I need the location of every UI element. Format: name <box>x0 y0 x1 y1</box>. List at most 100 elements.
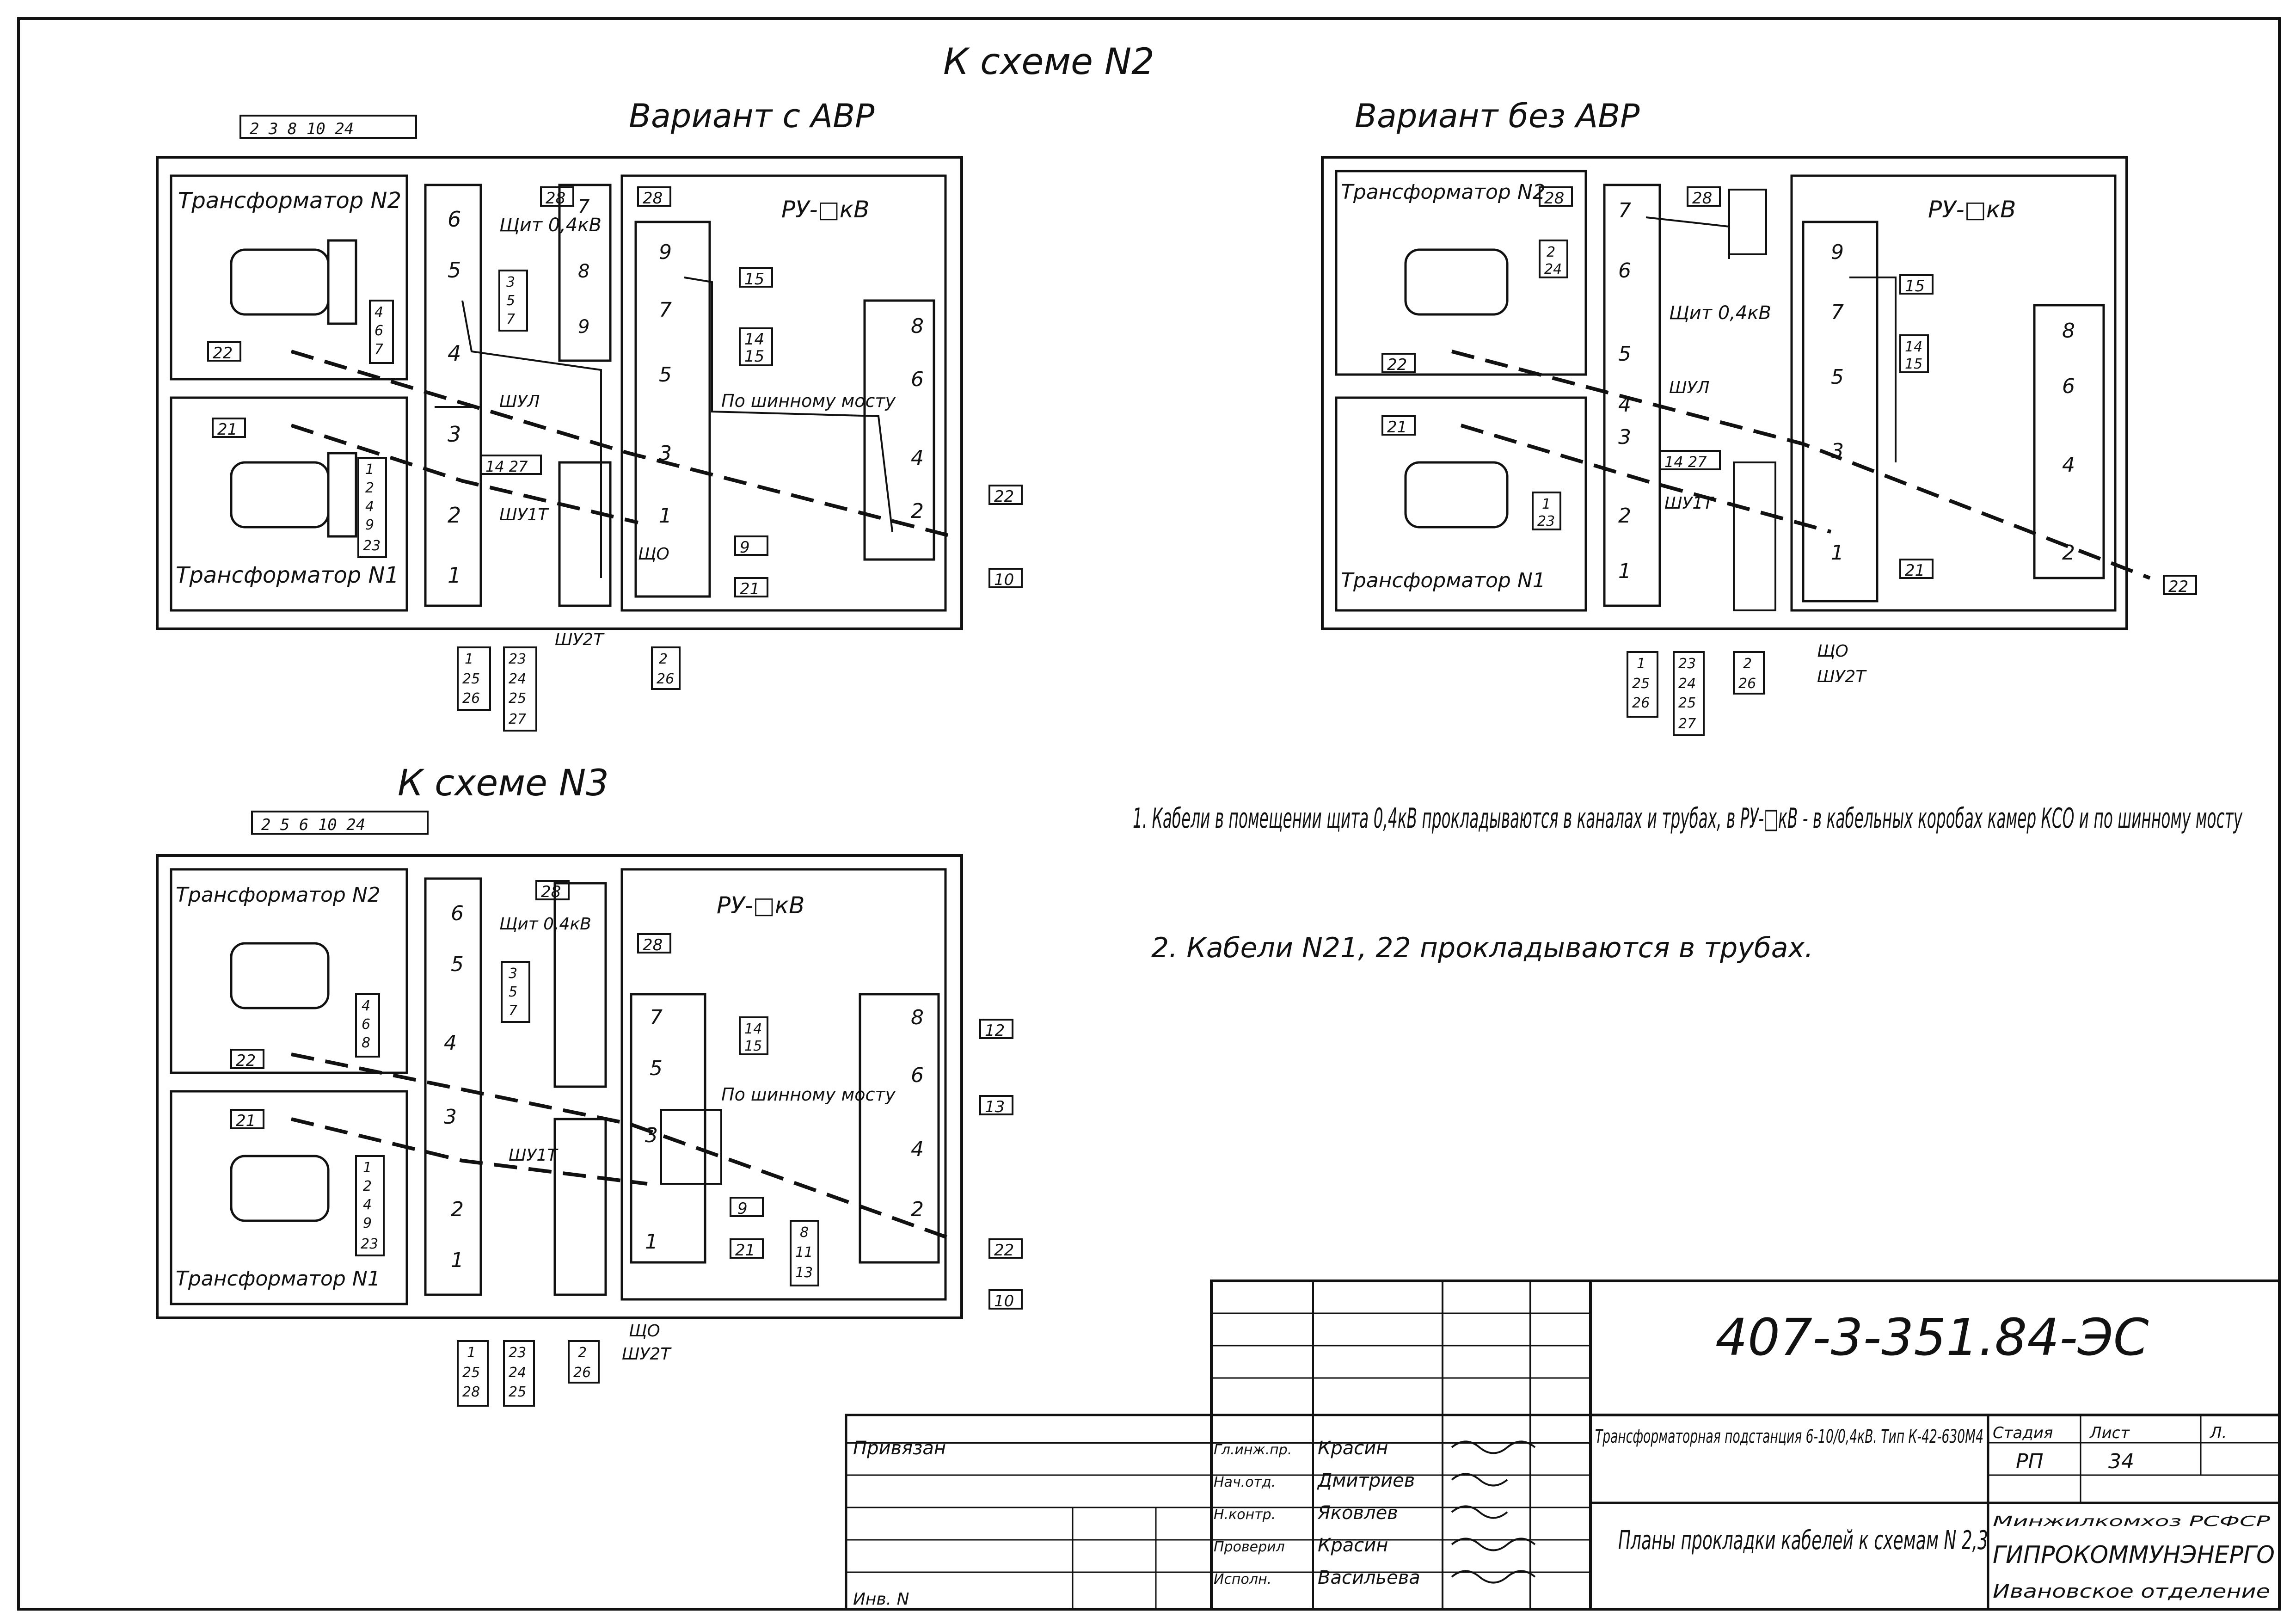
shield-panel <box>558 184 612 362</box>
svg-text:9: 9 <box>365 517 374 533</box>
svg-text:14: 14 <box>1905 339 1922 355</box>
transformer1-icon-2 <box>1404 461 1509 529</box>
svg-text:5: 5 <box>1618 342 1631 366</box>
svg-text:15: 15 <box>744 270 764 289</box>
svg-text:15: 15 <box>1905 356 1922 372</box>
transformer1-icon <box>230 461 330 529</box>
svg-text:8: 8 <box>911 314 924 338</box>
svg-text:Яковлев: Яковлев <box>1317 1502 1398 1524</box>
svg-text:Красин: Красин <box>1318 1438 1388 1459</box>
svg-text:24: 24 <box>509 671 526 687</box>
svg-text:11: 11 <box>795 1244 813 1261</box>
sheet-title: Планы прокладки кабелей к схемам N 2,3 <box>1618 1526 1988 1556</box>
svg-text:22: 22 <box>994 1241 1014 1260</box>
svg-text:5: 5 <box>448 258 461 283</box>
svg-text:6: 6 <box>911 1064 924 1087</box>
svg-text:5: 5 <box>659 363 672 387</box>
svg-text:10: 10 <box>994 571 1014 589</box>
svg-text:5: 5 <box>451 953 464 976</box>
svg-text:8: 8 <box>2062 319 2075 343</box>
svg-text:Минжилкомхоз РСФСР: Минжилкомхоз РСФСР <box>1993 1513 2271 1530</box>
svg-text:5: 5 <box>509 984 517 1000</box>
svg-text:22: 22 <box>994 487 1014 506</box>
shield-label: Щит 0,4кВ <box>499 215 602 236</box>
svg-text:9: 9 <box>737 1200 748 1218</box>
svg-text:8: 8 <box>362 1035 370 1051</box>
svg-text:Л.: Л. <box>2209 1424 2227 1442</box>
svg-text:2: 2 <box>911 1198 924 1221</box>
top-tag-text: 2 3 8 10 24 <box>250 120 354 138</box>
ru-label: РУ-□кВ <box>781 196 869 223</box>
svg-text:12: 12 <box>985 1021 1005 1040</box>
svg-text:1: 1 <box>1542 496 1551 512</box>
svg-text:1: 1 <box>465 651 473 667</box>
svg-text:9: 9 <box>363 1215 372 1231</box>
svg-text:15: 15 <box>1905 277 1925 295</box>
cable-21 <box>290 424 638 524</box>
svg-text:Проверил: Проверил <box>1214 1539 1285 1555</box>
svg-text:24: 24 <box>1544 261 1562 277</box>
svg-text:1: 1 <box>659 504 672 528</box>
svg-text:28: 28 <box>1692 189 1712 208</box>
svg-text:3: 3 <box>448 422 461 447</box>
svg-text:21: 21 <box>735 1241 755 1260</box>
tag-14-27: 14 27 <box>485 458 528 475</box>
svg-text:28: 28 <box>643 189 663 208</box>
cable-22-c <box>291 1052 953 1241</box>
top-tag-row <box>239 115 417 139</box>
svg-text:27: 27 <box>1678 716 1696 732</box>
svg-text:27: 27 <box>509 711 526 727</box>
svg-text:Гл.инж.пр.: Гл.инж.пр. <box>1214 1442 1292 1458</box>
svg-text:23: 23 <box>1678 656 1696 672</box>
svg-text:28: 28 <box>462 1384 480 1400</box>
svg-text:4: 4 <box>2062 453 2075 477</box>
ru-room <box>620 174 947 612</box>
svg-text:2: 2 <box>451 1198 464 1221</box>
svg-text:4: 4 <box>365 498 374 515</box>
plan-scheme3: 2 5 6 10 24 Трансформатор N2 Трансформат… <box>156 811 1023 1407</box>
svg-text:Дмитриев: Дмитриев <box>1317 1470 1415 1491</box>
svg-text:8: 8 <box>911 1006 924 1029</box>
svg-text:РП: РП <box>2016 1450 2044 1473</box>
svg-text:1: 1 <box>448 563 461 588</box>
svg-text:7: 7 <box>374 341 383 357</box>
svg-text:8: 8 <box>800 1224 809 1241</box>
svg-text:6: 6 <box>911 368 924 391</box>
signature-2 <box>1451 1473 1508 1487</box>
svg-text:ГИПРОКОММУНЭНЕРГО: ГИПРОКОММУНЭНЕРГО <box>1993 1541 2275 1569</box>
svg-text:23: 23 <box>361 1236 378 1252</box>
svg-text:26: 26 <box>1738 676 1756 692</box>
svg-text:5: 5 <box>506 293 515 309</box>
svg-text:21: 21 <box>217 420 237 439</box>
transformer1-label: Трансформатор N1 <box>176 562 399 588</box>
svg-text:Ивановское отделение: Ивановское отделение <box>1993 1581 2270 1602</box>
switchboard-column-2 <box>1603 184 1661 607</box>
svg-text:2: 2 <box>911 499 924 523</box>
signature-1 <box>1451 1440 1536 1454</box>
svg-text:4: 4 <box>444 1031 457 1055</box>
svg-text:2: 2 <box>1618 504 1631 528</box>
svg-text:14: 14 <box>744 1021 762 1037</box>
svg-text:1: 1 <box>451 1249 464 1272</box>
svg-text:9: 9 <box>578 316 589 338</box>
svg-text:2: 2 <box>363 1178 372 1194</box>
svg-text:7: 7 <box>650 1006 663 1029</box>
svg-text:26: 26 <box>462 690 480 707</box>
svg-text:По шинному мосту: По шинному мосту <box>721 1084 896 1105</box>
signature-5 <box>1451 1570 1536 1584</box>
svg-text:24: 24 <box>509 1365 526 1381</box>
shu1t-label: ШУ1Т <box>499 505 549 524</box>
svg-text:25: 25 <box>1632 676 1650 692</box>
svg-text:2: 2 <box>1547 244 1555 260</box>
svg-text:23: 23 <box>509 1345 526 1361</box>
heading-variant-no-avr: Вариант без АВР <box>1355 97 1640 135</box>
tied-label: Привязан <box>853 1438 946 1459</box>
svg-text:7: 7 <box>1618 199 1631 222</box>
svg-text:2: 2 <box>365 480 374 496</box>
svg-text:Трансформатор N1: Трансформатор N1 <box>176 1267 381 1291</box>
svg-text:4: 4 <box>911 1138 924 1161</box>
svg-text:Лист: Лист <box>2089 1424 2130 1442</box>
svg-text:РУ-□кВ: РУ-□кВ <box>717 892 804 919</box>
svg-text:4: 4 <box>362 998 370 1014</box>
